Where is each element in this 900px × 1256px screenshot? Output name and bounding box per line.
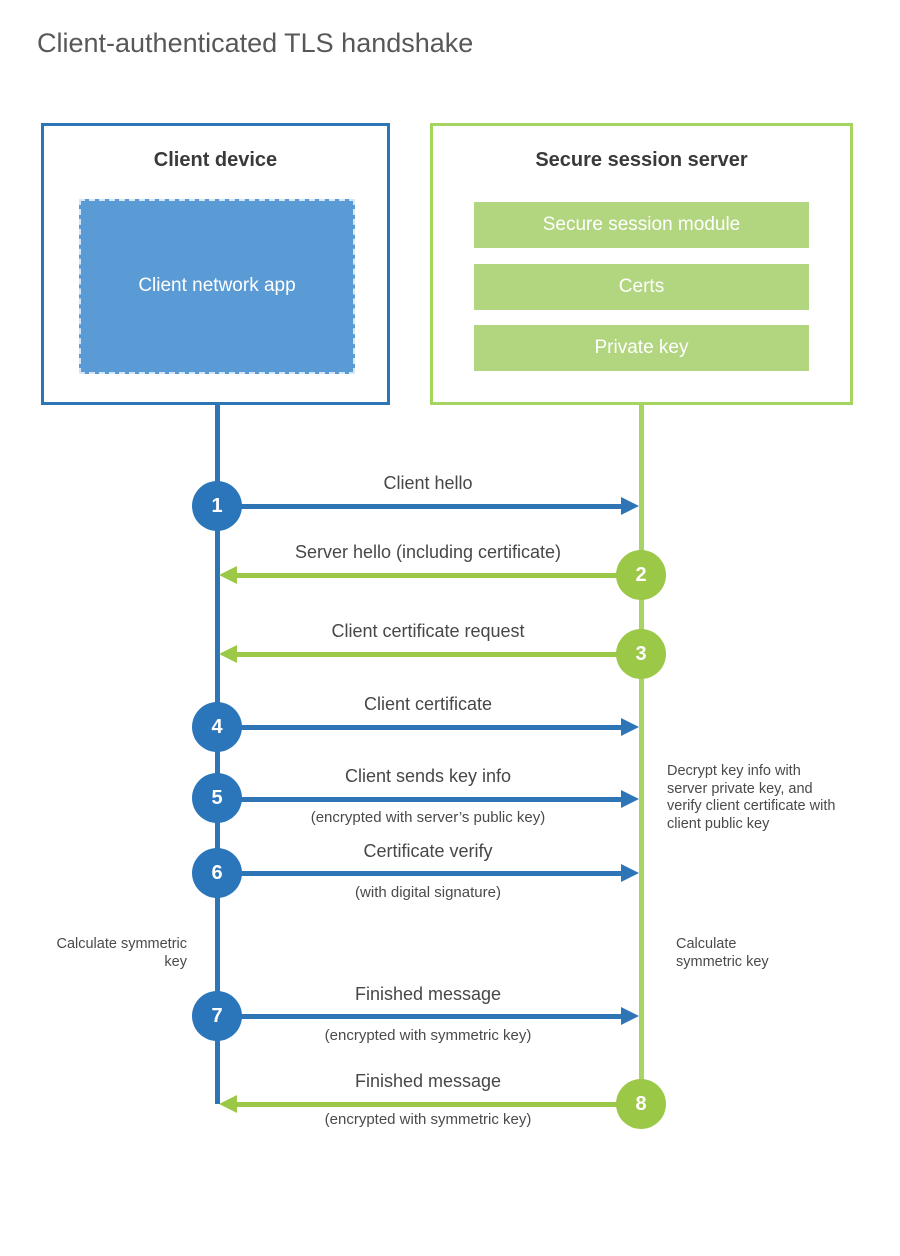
client-device-box: Client device Client network app xyxy=(41,123,390,405)
arrow-line-step-2 xyxy=(237,573,641,578)
message-label-client-certificate: Client certificate xyxy=(363,694,493,714)
arrow-head-right-icon xyxy=(621,790,639,808)
message-label-finished-server: Finished message xyxy=(354,1071,502,1091)
step-circle-8: 8 xyxy=(616,1079,666,1129)
arrow-head-right-icon xyxy=(621,718,639,736)
secure-session-server-title: Secure session server xyxy=(535,149,748,171)
page-title: Client-authenticated TLS handshake xyxy=(37,28,474,58)
message-label-cert-request: Client certificate request xyxy=(331,621,525,641)
note-calculate-symmetric-key-server: Calculate symmetric key xyxy=(676,936,769,970)
message-sublabel-key-info: (encrypted with server’s public key) xyxy=(310,809,546,826)
message-label-finished-client: Finished message xyxy=(354,984,502,1004)
arrow-head-right-icon xyxy=(621,497,639,515)
server-lifeline xyxy=(639,402,644,1104)
arrow-line-step-3 xyxy=(237,652,641,657)
arrow-line-step-8 xyxy=(237,1102,641,1107)
server-module-secure-session: Secure session module xyxy=(474,202,809,248)
arrow-head-left-icon xyxy=(219,1095,237,1113)
arrow-line-step-6 xyxy=(217,871,621,876)
step-circle-5: 5 xyxy=(192,773,242,823)
step-circle-7: 7 xyxy=(192,991,242,1041)
server-module-private-key: Private key xyxy=(474,325,809,371)
arrow-line-step-1 xyxy=(217,504,621,509)
arrow-head-right-icon xyxy=(621,864,639,882)
message-label-server-hello: Server hello (including certificate) xyxy=(294,542,562,562)
message-sublabel-finished-client: (encrypted with symmetric key) xyxy=(324,1027,532,1044)
arrow-line-step-5 xyxy=(217,797,621,802)
note-calculate-symmetric-key-client: Calculate symmetric key xyxy=(56,936,187,970)
arrow-head-left-icon xyxy=(219,645,237,663)
step-circle-3: 3 xyxy=(616,629,666,679)
client-lifeline xyxy=(215,402,220,1104)
message-sublabel-cert-verify: (with digital signature) xyxy=(355,884,501,901)
message-sublabel-finished-server: (encrypted with symmetric key) xyxy=(324,1111,532,1128)
note-decrypt-key-info: Decrypt key info with server private key… xyxy=(667,763,836,833)
message-label-client-hello: Client hello xyxy=(383,473,473,493)
client-device-title: Client device xyxy=(153,149,278,171)
arrow-head-left-icon xyxy=(219,566,237,584)
message-label-key-info: Client sends key info xyxy=(344,766,512,786)
message-label-cert-verify: Certificate verify xyxy=(363,841,493,861)
secure-session-server-box: Secure session server Secure session mod… xyxy=(430,123,853,405)
step-circle-6: 6 xyxy=(192,848,242,898)
server-module-certs: Certs xyxy=(474,264,809,310)
arrow-line-step-7 xyxy=(217,1014,621,1019)
step-circle-2: 2 xyxy=(616,550,666,600)
arrow-head-right-icon xyxy=(621,1007,639,1025)
client-network-app-label: Client network app xyxy=(138,275,296,297)
step-circle-1: 1 xyxy=(192,481,242,531)
step-circle-4: 4 xyxy=(192,702,242,752)
arrow-line-step-4 xyxy=(217,725,621,730)
client-network-app-box: Client network app xyxy=(79,199,355,374)
